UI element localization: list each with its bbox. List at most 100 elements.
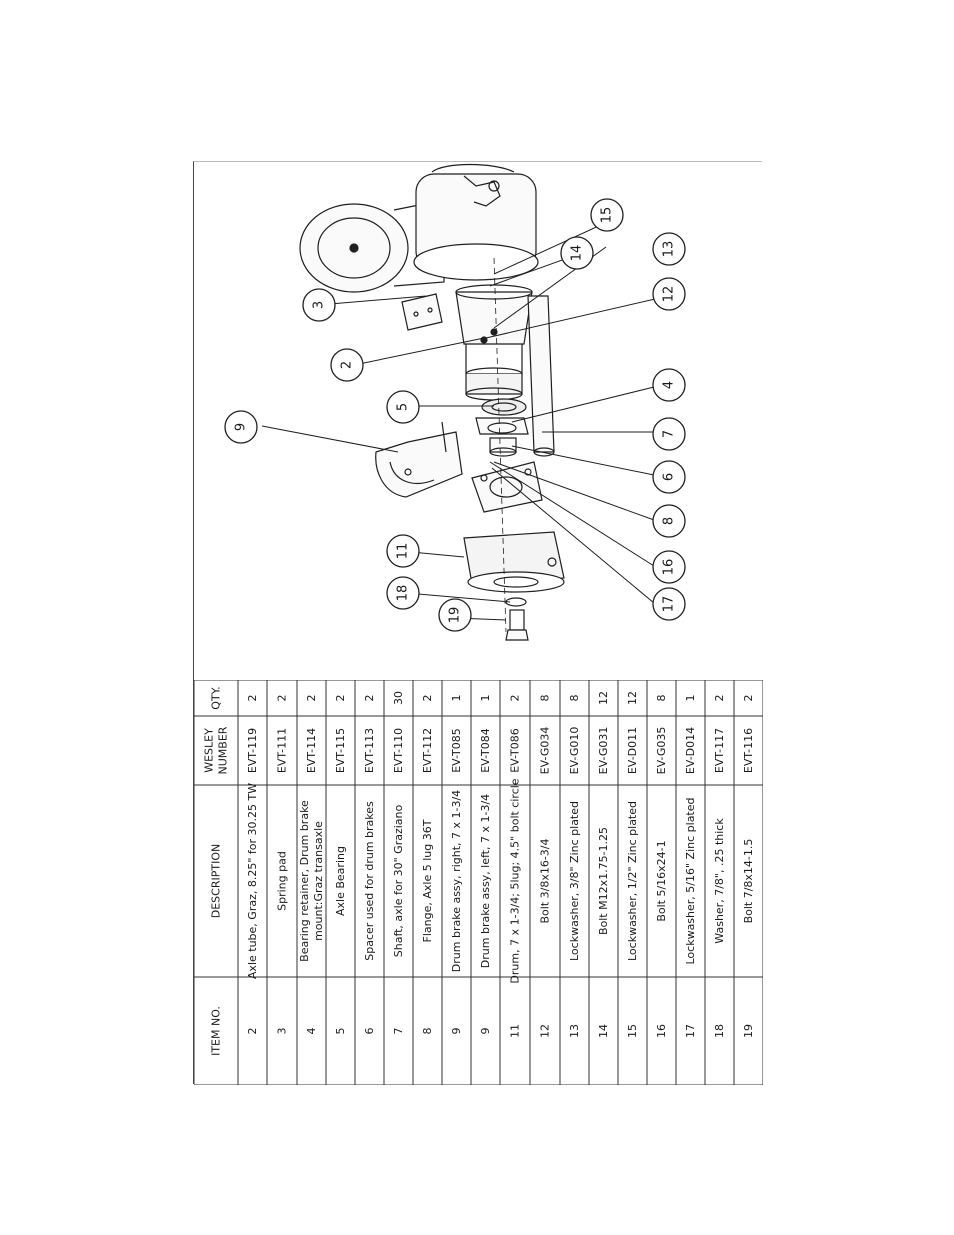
row-description: Drum, 7 x 1-3/4; 5lug; 4.5" bolt circle xyxy=(509,778,522,983)
row-wesley-number: EVT-113 xyxy=(363,728,376,773)
balloon-6: 6 xyxy=(652,460,686,494)
row-wesley-number: EV-G034 xyxy=(539,727,552,775)
row-wesley-number: EV-G031 xyxy=(597,727,610,775)
balloon-12: 12 xyxy=(652,277,686,311)
row-wesley-number: EV-T084 xyxy=(479,728,492,773)
spring-pad xyxy=(401,293,443,331)
balloon-label: 4 xyxy=(662,381,677,389)
bearing-retainer xyxy=(475,417,529,435)
axle-bearing xyxy=(481,398,527,416)
balloon-label: 16 xyxy=(662,559,677,576)
row-item-no: 2 xyxy=(246,1028,259,1035)
balloon-circle xyxy=(652,277,686,311)
balloon-13: 13 xyxy=(652,232,686,266)
row-description: Bolt 7/8x14-1.5 xyxy=(742,839,755,924)
row-qty: 2 xyxy=(509,695,522,702)
row-item-no: 17 xyxy=(684,1024,697,1038)
header-wesley-number: WESLEY xyxy=(203,728,216,773)
balloon-label: 6 xyxy=(662,473,677,481)
balloon-label: 3 xyxy=(312,301,327,309)
row-wesley-number: EV-G010 xyxy=(568,727,581,775)
table-grid-lines xyxy=(193,679,764,1086)
balloon-18: 18 xyxy=(386,576,420,610)
leader-lines xyxy=(261,217,669,621)
balloon-circle xyxy=(652,504,686,538)
row-item-no: 12 xyxy=(539,1024,552,1038)
row-wesley-number: EVT-119 xyxy=(246,728,259,773)
balloon-label: 12 xyxy=(662,286,677,303)
row-qty: 1 xyxy=(479,695,492,702)
row-description: Bolt M12x1.75-1.25 xyxy=(597,827,610,935)
balloon-circle xyxy=(652,232,686,266)
row-wesley-number: EV-D011 xyxy=(626,727,639,774)
row-qty: 2 xyxy=(713,695,726,702)
row-item-no: 3 xyxy=(276,1028,289,1035)
header-description: DESCRIPTION xyxy=(210,844,223,918)
balloon-8: 8 xyxy=(652,504,686,538)
row-description: Lockwasher, 5/16" Zinc plated xyxy=(684,797,697,964)
balloon-circle xyxy=(386,534,420,568)
balloon-circle xyxy=(652,587,686,621)
balloon-circle xyxy=(560,236,594,270)
header-qty: QTY. xyxy=(210,686,223,709)
balloon-label: 8 xyxy=(662,517,677,525)
transaxle-housing xyxy=(299,163,539,293)
spacer xyxy=(489,437,517,457)
flange xyxy=(471,461,543,513)
row-item-no: 9 xyxy=(450,1028,463,1035)
row-wesley-number: EVT-110 xyxy=(392,728,405,773)
row-description: Lockwasher, 1/2" Zinc plated xyxy=(626,801,639,961)
row-qty: 1 xyxy=(450,695,463,702)
balloon-9: 9 xyxy=(224,410,258,444)
balloon-circle xyxy=(438,598,472,632)
row-qty: 8 xyxy=(655,695,668,702)
row-qty: 2 xyxy=(246,695,259,702)
axle-tube xyxy=(455,284,533,401)
balloon-17: 17 xyxy=(652,587,686,621)
row-item-no: 15 xyxy=(626,1024,639,1038)
balloon-label: 5 xyxy=(396,403,411,411)
row-description: Bearing retainer, Drum brake xyxy=(298,800,311,962)
row-wesley-number: EVT-114 xyxy=(305,728,318,773)
row-qty: 2 xyxy=(742,695,755,702)
balloon-circle xyxy=(652,368,686,402)
row-qty: 8 xyxy=(568,695,581,702)
row-wesley-number: EV-T086 xyxy=(509,728,522,773)
balloon-14: 14 xyxy=(560,236,594,270)
balloon-label: 11 xyxy=(396,543,411,560)
row-description: Drum brake assy, right, 7 x 1-3/4 xyxy=(450,790,463,972)
row-item-no: 7 xyxy=(392,1028,405,1035)
balloon-4: 4 xyxy=(652,368,686,402)
row-description: Bolt 5/16x24-1 xyxy=(655,840,668,921)
row-qty: 2 xyxy=(305,695,318,702)
row-wesley-number: EVT-111 xyxy=(276,728,289,773)
row-qty: 12 xyxy=(626,691,639,705)
row-description: Flange, Axle 5 lug 36T xyxy=(421,819,434,942)
row-qty: 2 xyxy=(363,695,376,702)
balloon-16: 16 xyxy=(652,550,686,584)
row-qty: 2 xyxy=(421,695,434,702)
balloon-label: 9 xyxy=(234,423,249,431)
header-wesley-number: NUMBER xyxy=(217,726,230,774)
row-qty: 2 xyxy=(276,695,289,702)
row-description: Washer, 7/8", .25 thick xyxy=(713,818,726,944)
row-wesley-number: EV-T085 xyxy=(450,728,463,773)
balloon-circle xyxy=(386,390,420,424)
balloon-circle xyxy=(590,198,624,232)
balloon-label: 2 xyxy=(340,361,355,369)
header-item-no: ITEM NO. xyxy=(210,1006,223,1056)
row-wesley-number: EVT-117 xyxy=(713,728,726,773)
balloon-label: 13 xyxy=(662,241,677,258)
balloon-circle xyxy=(652,460,686,494)
balloon-label: 18 xyxy=(396,585,411,602)
row-item-no: 5 xyxy=(334,1028,347,1035)
row-description: Drum brake assy, left, 7 x 1-3/4 xyxy=(479,794,492,968)
row-wesley-number: EVT-116 xyxy=(742,728,755,773)
balloon-5: 5 xyxy=(386,390,420,424)
balloon-circle xyxy=(652,417,686,451)
